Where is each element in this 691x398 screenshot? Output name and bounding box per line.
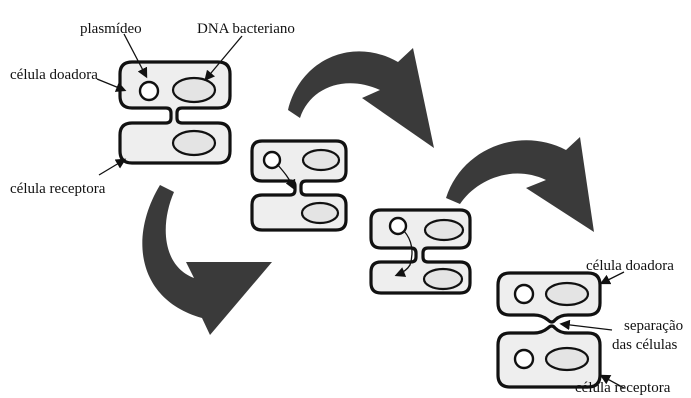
bacterial-dna-icon [423, 218, 465, 242]
bacterial-dna-icon [544, 346, 590, 372]
plasmid-icon [138, 80, 160, 102]
bacterial-dna-icon [171, 129, 217, 157]
plasmid-icon [262, 150, 282, 170]
pointer-lines [96, 33, 625, 389]
curved-arrow-2 [288, 48, 434, 148]
bacterial-dna-icon [301, 148, 341, 172]
separation-label-line2: das células [612, 337, 678, 353]
plasmid-icon [513, 348, 535, 370]
curved-arrow-3 [446, 137, 594, 232]
curved-arrow-1 [142, 185, 272, 335]
stage-1-cells [118, 60, 232, 165]
stage-4-cells [496, 271, 602, 389]
recipient-cell-label-top: célula receptora [10, 181, 106, 197]
bacterial-dna-label: DNA bacteriano [197, 21, 295, 37]
bacterial-dna-icon [171, 76, 217, 104]
plasmid-label: plasmídeo [80, 21, 142, 37]
bacterial-dna-icon [544, 281, 590, 307]
separation-label-line1: separação [624, 318, 683, 334]
bacterial-dna-icon [422, 267, 464, 291]
donor-cell-label-bottom: célula doadora [586, 258, 674, 274]
plasmid-transfer-strand [394, 230, 413, 277]
recipient-cell-label-bottom: célula receptora [575, 380, 671, 396]
plasmid-icon [513, 283, 535, 305]
donor-cell-label-top: célula doadora [10, 67, 98, 83]
plasmid-transfer-strand [276, 163, 296, 191]
bacterial-dna-icon [300, 201, 340, 225]
stage-3-cells [369, 208, 472, 295]
plasmid-icon [388, 216, 408, 236]
stage-2-cells [250, 139, 348, 232]
